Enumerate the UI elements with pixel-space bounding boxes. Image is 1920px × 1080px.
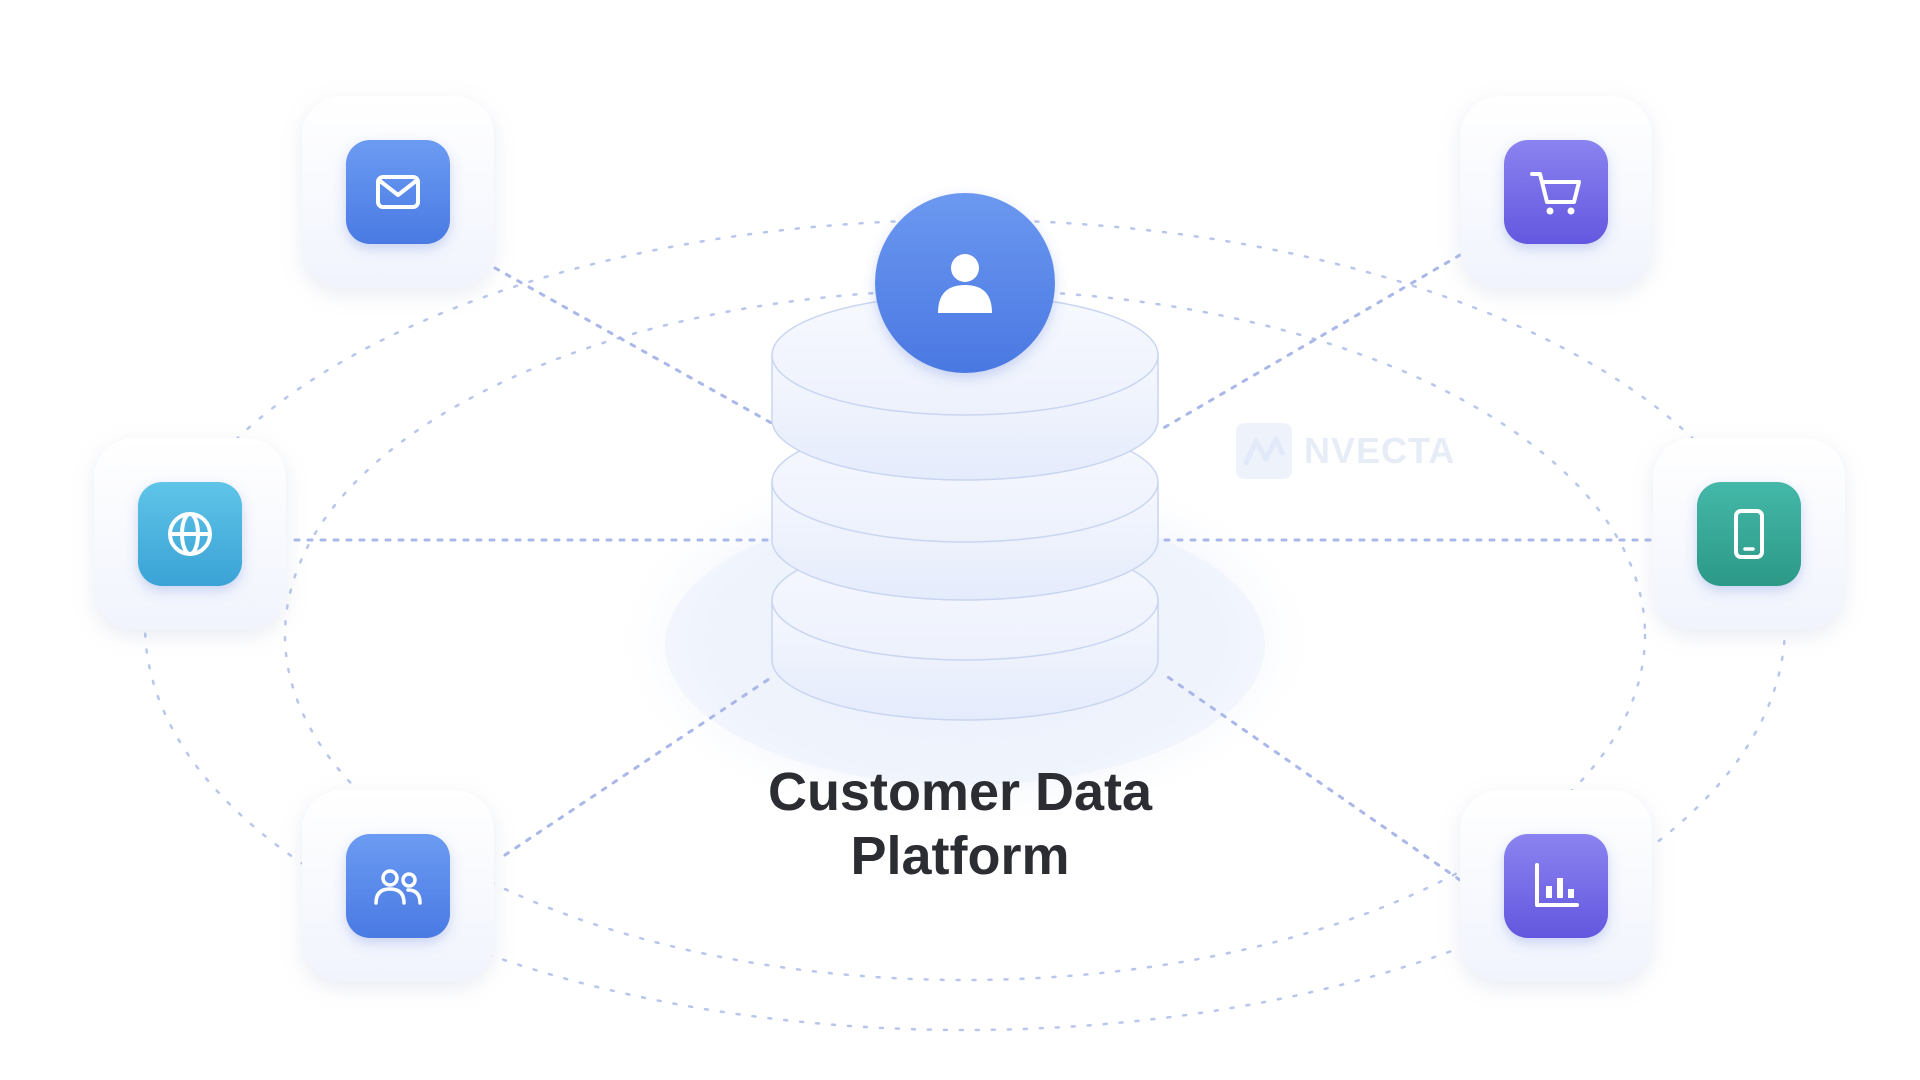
node-tile-community xyxy=(346,834,450,938)
node-web xyxy=(94,438,286,630)
title-line-2: Platform xyxy=(850,826,1070,886)
node-community xyxy=(302,790,494,982)
connector-ecommerce xyxy=(1158,253,1462,432)
nvecta-logo-icon xyxy=(1236,423,1292,479)
title-line-1: Customer Data xyxy=(767,762,1153,822)
connectors xyxy=(293,253,1662,882)
mail-icon xyxy=(376,175,420,209)
page-title: Customer Data Platform xyxy=(660,760,1260,888)
node-tile-email xyxy=(346,140,450,244)
node-ecommerce xyxy=(1460,96,1652,288)
watermark-logo: NVECTA xyxy=(1236,423,1455,479)
node-tile-analytics xyxy=(1504,834,1608,938)
connector-community xyxy=(503,673,777,857)
node-tile-mobile xyxy=(1697,482,1801,586)
user-icon xyxy=(938,254,992,313)
node-mobile xyxy=(1653,438,1845,630)
node-email xyxy=(302,96,494,288)
center-user xyxy=(875,193,1055,373)
watermark-text: NVECTA xyxy=(1304,430,1456,471)
cart-icon xyxy=(1530,172,1581,215)
connector-email xyxy=(493,266,777,427)
bar-chart-icon xyxy=(1535,863,1579,907)
users-icon xyxy=(374,869,422,905)
connector-analytics xyxy=(1163,673,1462,882)
globe-icon xyxy=(168,512,212,556)
node-analytics xyxy=(1460,790,1652,982)
smartphone-icon xyxy=(1734,509,1764,559)
node-tile-ecommerce xyxy=(1504,140,1608,244)
